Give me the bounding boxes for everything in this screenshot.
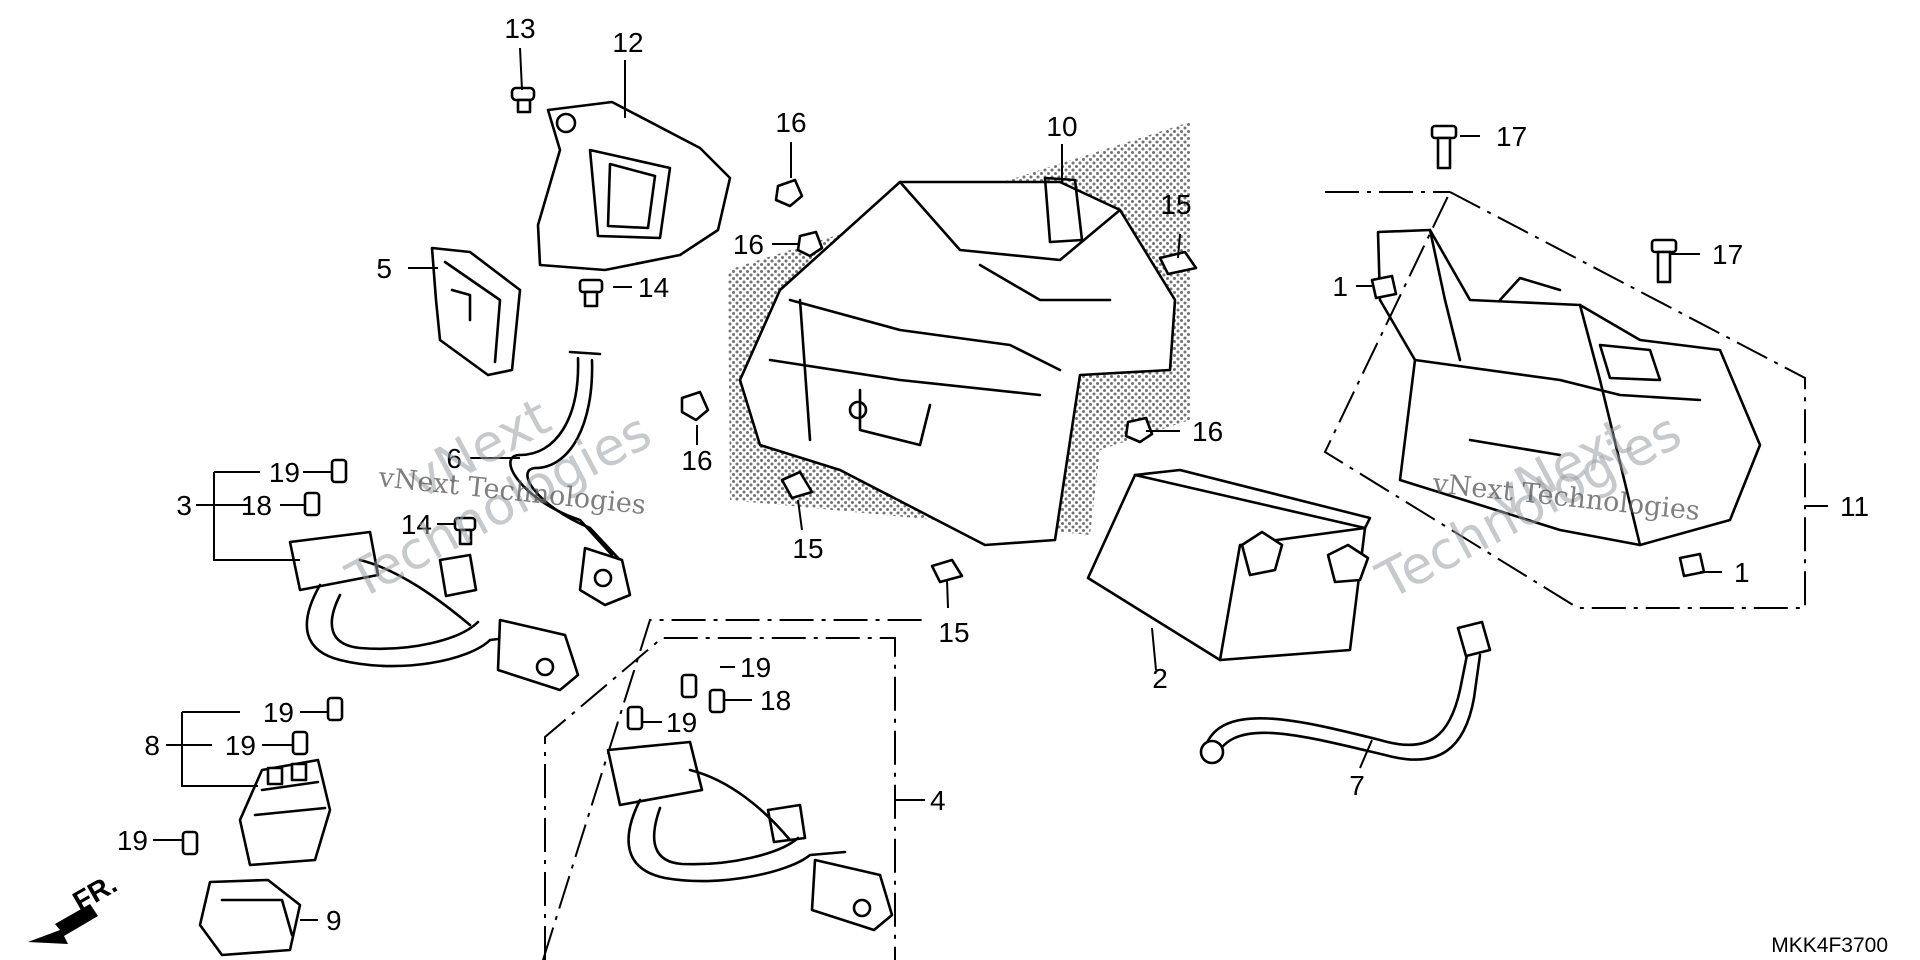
callout-6: 6 <box>446 443 462 474</box>
part-8-relay[interactable] <box>238 758 332 867</box>
callout-15-c: 15 <box>938 617 969 648</box>
part-16-nut-d[interactable] <box>1124 416 1154 444</box>
part-14-bolt-lower[interactable] <box>453 516 477 546</box>
part-17-bolt-a[interactable] <box>1430 124 1458 170</box>
part-19-clip-d[interactable] <box>181 830 199 856</box>
callout-19-e: 19 <box>740 652 771 683</box>
callout-11: 11 <box>1840 491 1869 522</box>
part-14-bolt-upper[interactable] <box>578 278 604 308</box>
callout-17-b: 17 <box>1712 239 1743 270</box>
callout-19-a: 19 <box>269 457 300 488</box>
callout-15-a: 15 <box>1160 189 1191 220</box>
part-17-bolt-b[interactable] <box>1650 238 1678 284</box>
part-19-clip-e[interactable] <box>680 673 698 699</box>
callout-4: 4 <box>930 785 946 816</box>
callout-18-a: 18 <box>241 490 272 521</box>
front-marker-label: FR. <box>68 868 123 917</box>
part-16-nut-c[interactable] <box>680 390 710 422</box>
part-2-battery[interactable] <box>1086 468 1372 662</box>
part-12-cover[interactable] <box>536 100 732 272</box>
part-6-wire[interactable] <box>509 350 632 607</box>
part-13-screw[interactable] <box>510 86 536 114</box>
part-19-clip-b[interactable] <box>326 696 344 722</box>
part-19-clip-c[interactable] <box>291 730 309 756</box>
callout-16-a: 16 <box>775 107 806 138</box>
part-18-clip-a[interactable] <box>303 491 321 517</box>
callout-19-f: 19 <box>666 707 697 738</box>
callout-14-lower: 14 <box>401 509 432 540</box>
part-16-nut-a[interactable] <box>774 178 804 208</box>
callout-18-b: 18 <box>760 685 791 716</box>
callout-10: 10 <box>1046 111 1077 142</box>
callout-15-b: 15 <box>792 533 823 564</box>
part-11-cover-box[interactable] <box>1376 228 1762 547</box>
group-outline-4-outer <box>542 619 925 960</box>
callout-19-d: 19 <box>117 825 148 856</box>
callout-1-a: 1 <box>1332 271 1348 302</box>
leader-lines <box>153 47 1722 921</box>
callout-14-upper: 14 <box>638 272 669 303</box>
callout-19-b: 19 <box>263 697 294 728</box>
part-15-clip-a[interactable] <box>1158 250 1198 276</box>
group-outline-11 <box>1323 190 1806 609</box>
front-arrow-icon: FR. <box>28 868 122 944</box>
part-18-clip-b[interactable] <box>708 688 726 714</box>
part-9-cover[interactable] <box>198 878 302 957</box>
callout-8: 8 <box>144 730 160 761</box>
part-7-cable[interactable] <box>1199 620 1492 765</box>
part-1-nut-a[interactable] <box>1370 274 1398 300</box>
callout-16-b: 16 <box>733 229 764 260</box>
part-16-nut-b[interactable] <box>796 230 824 258</box>
callout-19-c: 19 <box>225 730 256 761</box>
callout-labels: 13 12 5 14 6 14 10 16 16 16 15 16 15 15 … <box>117 13 1869 936</box>
callout-3: 3 <box>176 490 192 521</box>
part-4-harness[interactable] <box>606 740 894 932</box>
diagram-code: MKK4F3700 <box>1771 934 1888 957</box>
group-outline-4 <box>544 637 896 960</box>
part-15-clip-b[interactable] <box>780 470 814 500</box>
callout-12: 12 <box>612 27 643 58</box>
callout-9: 9 <box>326 905 342 936</box>
part-10-tray[interactable] <box>738 176 1177 547</box>
callout-17-a: 17 <box>1496 121 1527 152</box>
callout-5: 5 <box>376 253 392 284</box>
part-15-clip-c[interactable] <box>930 558 964 584</box>
callout-16-c: 16 <box>681 445 712 476</box>
callout-13: 13 <box>504 13 535 44</box>
part-3-harness[interactable] <box>288 530 580 692</box>
part-19-clip-a[interactable] <box>330 458 348 484</box>
part-5-bracket[interactable] <box>430 246 522 377</box>
callout-1-b: 1 <box>1734 557 1750 588</box>
callout-7: 7 <box>1349 770 1365 801</box>
callout-2: 2 <box>1152 663 1168 694</box>
part-19-clip-f[interactable] <box>626 705 644 731</box>
callout-16-d: 16 <box>1192 416 1223 447</box>
